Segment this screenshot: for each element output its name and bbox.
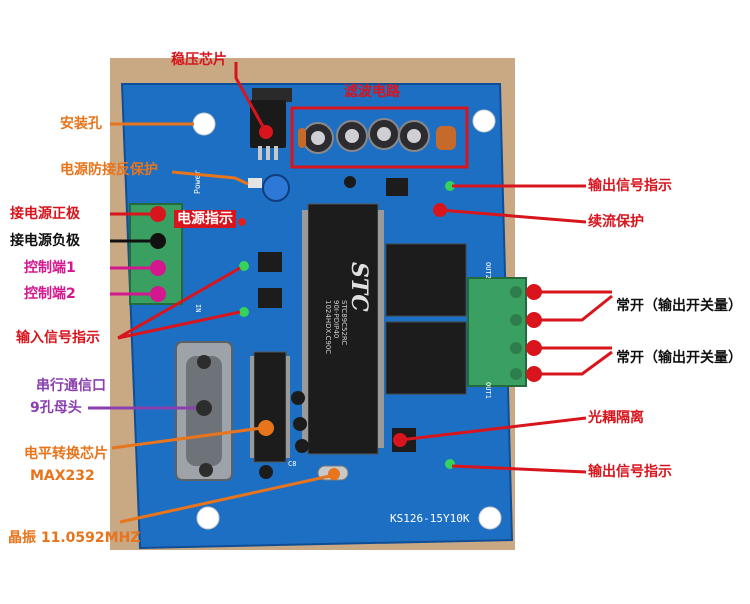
electrolytic-capacitor — [262, 174, 290, 202]
label-regulator: 稳压芯片 — [171, 52, 227, 68]
filter-highlight-box — [290, 106, 469, 169]
line-output-led-bottom — [451, 464, 587, 474]
line-freewheel — [439, 208, 587, 224]
label-crystal: 晶振 11.0592MHZ — [8, 530, 141, 546]
dot-positive — [150, 206, 166, 222]
chip-line1: STC89C52RC — [340, 300, 348, 345]
cap-d — [259, 465, 273, 479]
dot-control1 — [150, 260, 166, 276]
mounting-hole-br — [478, 506, 502, 530]
line-input-led-1 — [117, 266, 241, 340]
dot-negative — [150, 233, 166, 249]
line-no1-b — [534, 294, 613, 322]
freewheel-pointer-dot — [433, 203, 447, 217]
cap-b — [293, 417, 307, 431]
line-reverse-protection — [171, 170, 249, 186]
small-capacitor — [344, 176, 356, 188]
cap-c — [295, 439, 309, 453]
label-input-indicator: 输入信号指示 — [16, 330, 100, 346]
protection-diode — [248, 178, 262, 188]
silk-out2: OUT2 — [484, 262, 492, 279]
ic-small-1 — [258, 252, 282, 272]
label-db9: 9孔母头 — [30, 400, 82, 416]
label-filter: 滤波电路 — [344, 84, 400, 100]
label-freewheel: 续流保护 — [588, 214, 644, 230]
label-power-indicator: 电源指示 — [174, 210, 236, 228]
label-serial-port: 串行通信口 — [36, 378, 106, 394]
label-control1: 控制端1 — [24, 260, 76, 276]
label-normally-open-2: 常开（输出开关量） — [616, 350, 742, 366]
label-control2: 控制端2 — [24, 286, 76, 302]
label-output-indicator-bottom: 输出信号指示 — [588, 464, 672, 480]
main-mcu — [302, 203, 384, 455]
serial-pointer-dot — [196, 400, 212, 416]
label-mounting-hole: 安装孔 — [60, 116, 102, 132]
label-level-converter: 电平转换芯片 — [24, 446, 108, 462]
power-led — [238, 218, 246, 226]
relay-top — [385, 243, 467, 317]
mounting-hole-tl — [192, 112, 216, 136]
label-reverse-protection: 电源防接反保护 — [60, 162, 158, 178]
cap-a — [291, 391, 305, 405]
filter-capacitors — [298, 118, 456, 154]
output-led-1 — [445, 181, 455, 191]
label-optocoupler: 光耦隔离 — [588, 410, 644, 426]
chip-line3: 1024HDX.C90C — [324, 300, 332, 354]
dot-control2 — [150, 286, 166, 302]
label-positive: 接电源正极 — [10, 206, 80, 222]
label-normally-open-1: 常开（输出开关量） — [616, 298, 742, 314]
crystal-pointer-dot — [328, 468, 340, 480]
input-led-2 — [239, 307, 249, 317]
ic-small-2 — [258, 288, 282, 308]
mounting-hole-bl — [196, 506, 220, 530]
silk-power: Power — [193, 170, 202, 194]
line-optocoupler — [399, 416, 587, 442]
max232-pointer-dot — [258, 420, 274, 436]
input-led-1 — [239, 261, 249, 271]
line-input-led-2 — [117, 310, 241, 340]
voltage-regulator — [250, 88, 292, 160]
output-terminal-block — [467, 277, 527, 387]
ic-small-3 — [386, 178, 408, 196]
board-model: KS126-15Y10K — [390, 512, 470, 525]
relay-bottom — [385, 321, 467, 395]
label-negative: 接电源负极 — [10, 233, 80, 249]
silk-in: IN — [194, 304, 202, 312]
optocoupler-pointer-dot — [393, 433, 407, 447]
line-regulator — [234, 62, 268, 133]
label-max232: MAX232 — [30, 468, 95, 484]
label-output-indicator-top: 输出信号指示 — [588, 178, 672, 194]
silk-c8: C8 — [288, 460, 296, 468]
mounting-hole-tr — [472, 109, 496, 133]
regulator-pointer-dot — [259, 125, 273, 139]
chip-line2: 90I-PDIP40 — [332, 300, 340, 338]
max232-chip — [250, 351, 290, 463]
line-crystal — [119, 474, 331, 524]
line-max232 — [111, 426, 263, 450]
chip-brand: STC — [346, 262, 372, 312]
silk-out1: OUT1 — [484, 382, 492, 399]
line-no2-b — [534, 350, 613, 376]
